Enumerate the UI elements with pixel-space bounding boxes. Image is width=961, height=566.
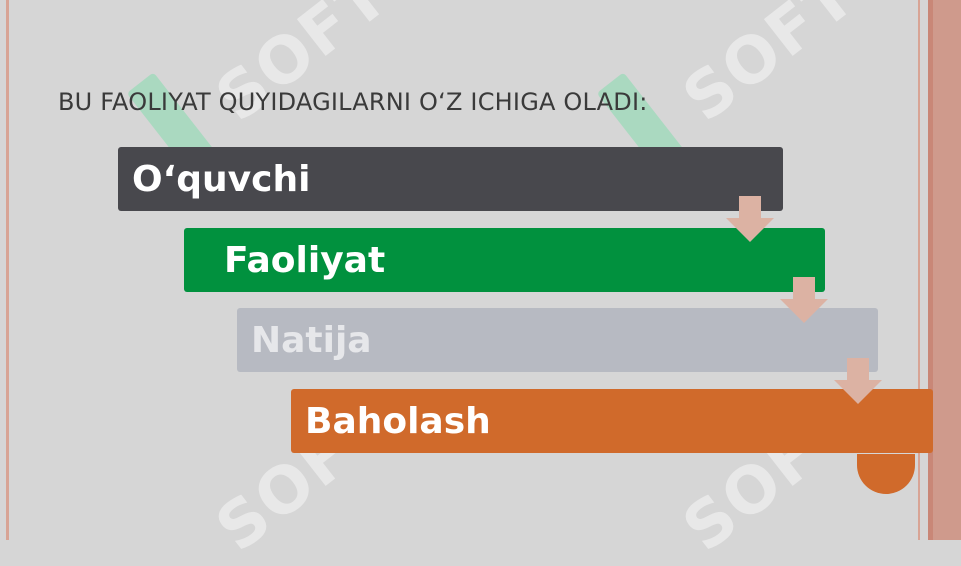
step-label: Baholash [305, 400, 491, 442]
watermark-text: SOFT [669, 0, 870, 137]
step-baholash: Baholash [291, 389, 933, 453]
step-oquvchi: O‘quvchi [118, 147, 783, 211]
slide-heading: BU FAOLIYAT QUYIDAGILARNI O‘Z ICHIGA OLA… [58, 88, 648, 116]
down-arrow-icon [726, 196, 774, 244]
step-faoliyat: Faoliyat [184, 228, 825, 292]
right-frame-line [918, 0, 920, 540]
step-label: O‘quvchi [132, 158, 311, 200]
step-natija: Natija [237, 308, 878, 372]
step-label: Natija [251, 319, 372, 361]
down-arrow-icon [834, 358, 882, 406]
step-label: Faoliyat [224, 239, 386, 281]
right-frame-band [928, 0, 961, 540]
down-arrow-icon [780, 277, 828, 325]
decorative-shape [857, 454, 915, 494]
left-frame-line [6, 0, 9, 540]
